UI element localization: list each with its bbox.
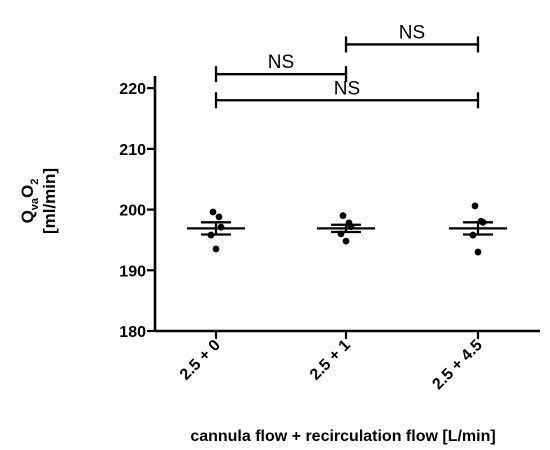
y-axis-unit-label: [ml/min] [40,168,59,234]
x-tick-label-3: 2.5 + 4.5 [429,337,485,393]
significance-label-2: NS [399,22,425,43]
data-point-1-2 [215,213,223,221]
data-point-3-5 [474,248,482,256]
significance-label-1: NS [268,52,294,73]
x-tick-label-1: 2.5 + 0 [177,337,224,384]
y-axis-label-main: QvaO2 [18,179,41,224]
data-point-2-1 [339,212,347,220]
x-ticks: 2.5 + 0 2.5 + 1 2.5 + 4.5 [177,331,486,393]
data-point-1-3 [217,223,225,231]
y-tick-label-200: 200 [119,203,146,220]
y-tick-label-180: 180 [119,324,146,341]
plot-layer [187,202,507,256]
data-point-1-5 [212,245,220,253]
significance-label-3: NS [334,78,360,99]
data-point-2-5 [342,237,350,245]
y-axis-q-letter: Q [18,210,37,223]
y-ticks: 180 190 200 210 220 [119,81,155,341]
significance-layer: NS NS NS [214,22,480,109]
y-tick-label-220: 220 [119,81,146,98]
y-axis-title: QvaO2 [ml/min] [18,168,59,234]
data-point-1-1 [209,208,217,216]
x-axis-title: cannula flow + recirculation flow [L/min… [190,428,495,445]
y-tick-label-210: 210 [119,142,146,159]
data-point-3-1 [471,202,479,210]
x-tick-label-2: 2.5 + 1 [307,337,354,384]
y-tick-label-190: 190 [119,263,146,280]
y-axis-o-letter: O [18,185,37,198]
y-axis-subscript-va: va [29,197,41,210]
y-axis-subscript-2: 2 [29,179,41,185]
